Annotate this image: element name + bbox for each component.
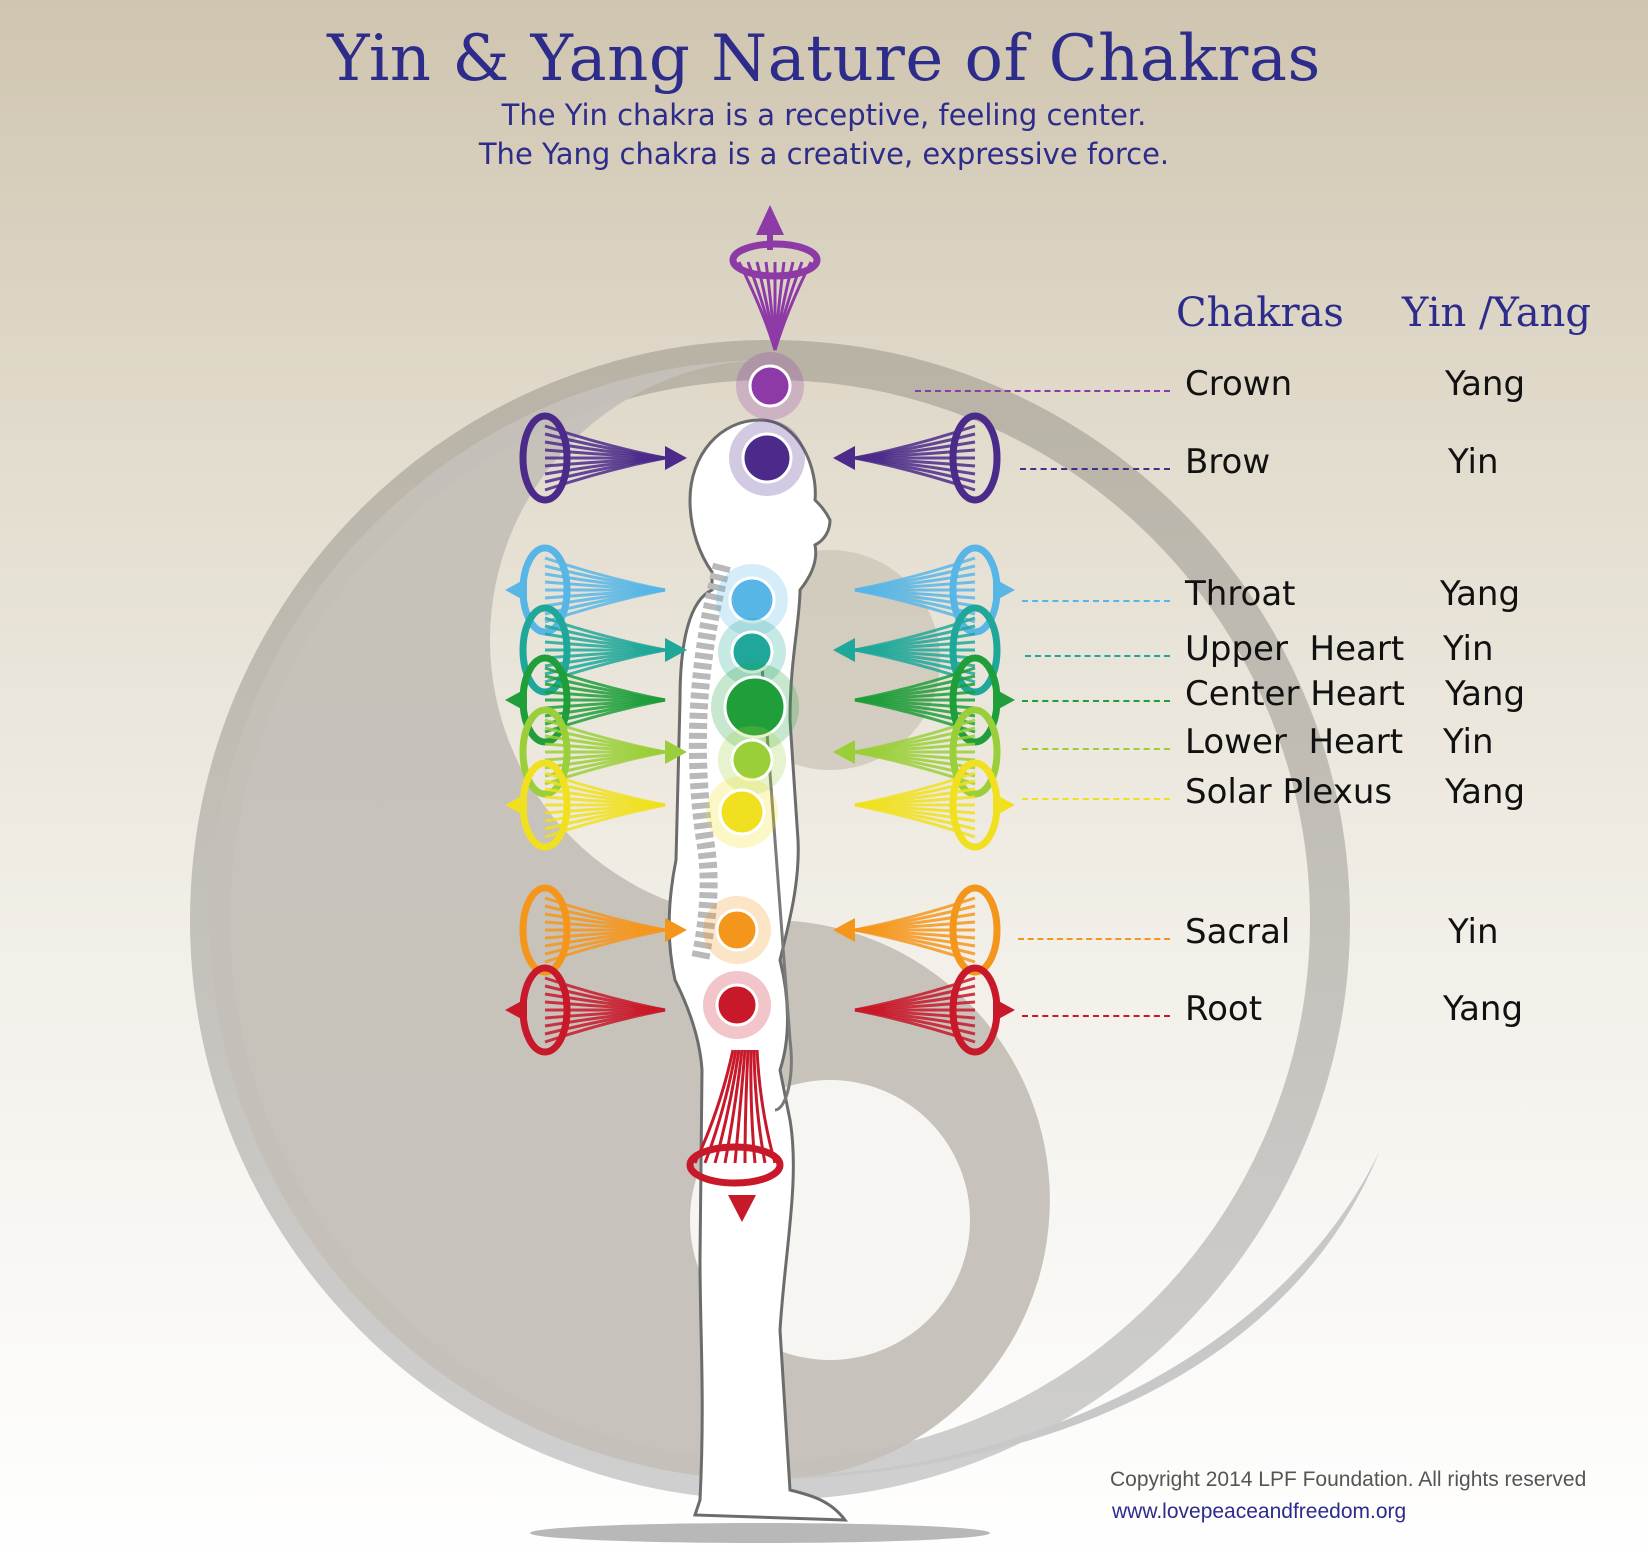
leader-line bbox=[1022, 798, 1170, 800]
column-header-yin-yang: Yin /Yang bbox=[1402, 290, 1591, 336]
chakra-name: Solar Plexus bbox=[1185, 772, 1393, 812]
subtitle-yang: The Yang chakra is a creative, expressiv… bbox=[478, 137, 1170, 171]
energy-vortex bbox=[519, 884, 687, 976]
chakra-name: Sacral bbox=[1185, 912, 1291, 952]
leader-line bbox=[915, 390, 1170, 392]
yin-yang-tail bbox=[770, 1150, 1380, 1480]
subtitle-yin: The Yin chakra is a receptive, feeling c… bbox=[501, 98, 1147, 132]
energy-vortex bbox=[505, 759, 666, 851]
energy-vortex bbox=[854, 759, 1015, 851]
leader-line bbox=[1022, 1015, 1170, 1017]
chakra-nature: Yang bbox=[1443, 989, 1524, 1029]
chakra-symbol bbox=[729, 420, 805, 496]
chakra-nature: Yin bbox=[1448, 912, 1499, 952]
column-header-chakras: Chakras bbox=[1176, 290, 1344, 336]
chakra-nature: Yang bbox=[1445, 772, 1526, 812]
chakra-nature: Yang bbox=[1440, 574, 1521, 614]
chakra-symbol bbox=[706, 776, 778, 848]
chakra-nature: Yin bbox=[1443, 629, 1494, 669]
chakra-name: Upper Heart bbox=[1185, 629, 1405, 669]
chakra-name: Root bbox=[1185, 989, 1263, 1029]
energy-vortex bbox=[854, 964, 1015, 1056]
page-title: Yin & Yang Nature of Chakras bbox=[327, 22, 1321, 96]
energy-vortex bbox=[833, 884, 1001, 976]
leader-line bbox=[1020, 468, 1170, 470]
chakra-symbol bbox=[703, 896, 771, 964]
chakra-symbol bbox=[718, 726, 786, 794]
leader-line bbox=[1022, 748, 1170, 750]
chakra-name: Crown bbox=[1185, 364, 1293, 404]
chakra-nature: Yang bbox=[1445, 674, 1526, 714]
energy-vortex bbox=[519, 706, 687, 798]
energy-vortex bbox=[519, 412, 687, 504]
chakra-name: Brow bbox=[1185, 442, 1271, 482]
energy-vortex bbox=[505, 964, 666, 1056]
root-down-vortex bbox=[686, 1049, 784, 1222]
chakra-name: Center Heart bbox=[1185, 674, 1405, 714]
leader-line bbox=[1025, 655, 1170, 657]
leader-line bbox=[1022, 700, 1170, 702]
chakra-nature: Yang bbox=[1445, 364, 1526, 404]
spine bbox=[688, 562, 731, 962]
chakra-name: Throat bbox=[1185, 574, 1296, 614]
energy-vortex bbox=[854, 544, 1015, 636]
chakra-symbol bbox=[736, 352, 804, 420]
chakra-name: Lower Heart bbox=[1185, 722, 1404, 762]
leader-line bbox=[1022, 600, 1170, 602]
chakra-symbol bbox=[711, 663, 799, 751]
floor-shadow bbox=[530, 1523, 990, 1543]
chakra-nature: Yin bbox=[1443, 722, 1494, 762]
chakra-symbol bbox=[703, 971, 771, 1039]
chakra-symbol bbox=[718, 618, 786, 686]
chakra-nature: Yin bbox=[1448, 442, 1499, 482]
leader-line bbox=[1018, 938, 1170, 940]
copyright-text: Copyright 2014 LPF Foundation. All right… bbox=[1110, 1468, 1587, 1491]
crown-vortex bbox=[729, 205, 821, 351]
body-silhouette bbox=[667, 418, 849, 1522]
website-link[interactable]: www.lovepeaceandfreedom.org bbox=[1112, 1500, 1407, 1523]
energy-vortex bbox=[833, 412, 1001, 504]
chakra-symbol bbox=[716, 564, 788, 636]
